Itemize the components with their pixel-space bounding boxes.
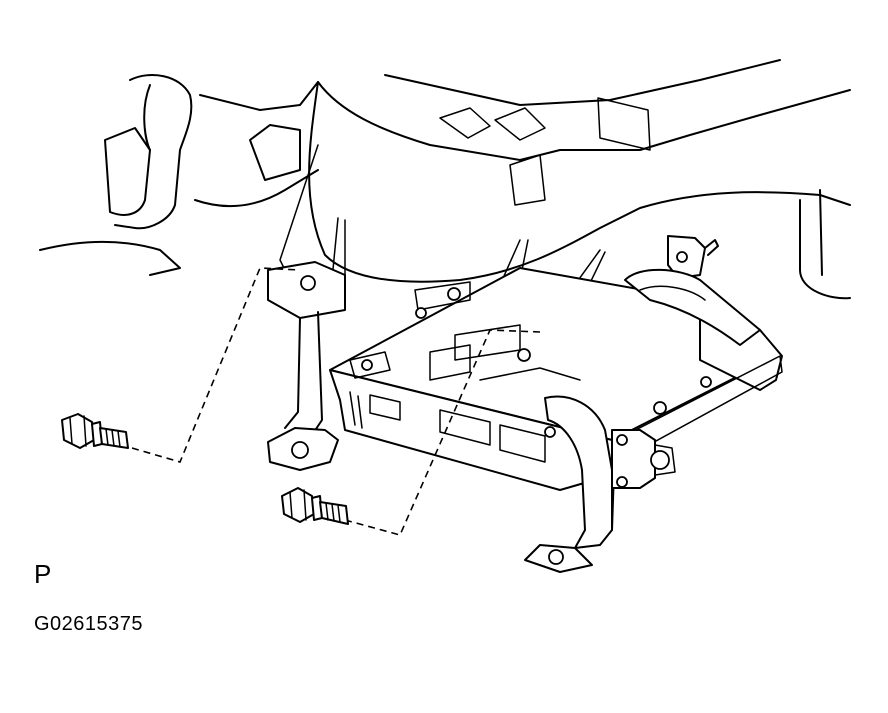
control-module (329, 267, 783, 491)
view-label: P (34, 559, 52, 589)
upper-bracket-right (624, 235, 761, 346)
upper-bracket-left (267, 261, 346, 436)
bolt-icon (281, 487, 349, 525)
left-foot (267, 427, 339, 471)
vehicle-structure (39, 59, 851, 300)
bolt-icon (61, 413, 129, 449)
figure-code: G02615375 (34, 613, 144, 635)
lower-bracket (524, 395, 676, 573)
leader-lines (131, 267, 541, 536)
